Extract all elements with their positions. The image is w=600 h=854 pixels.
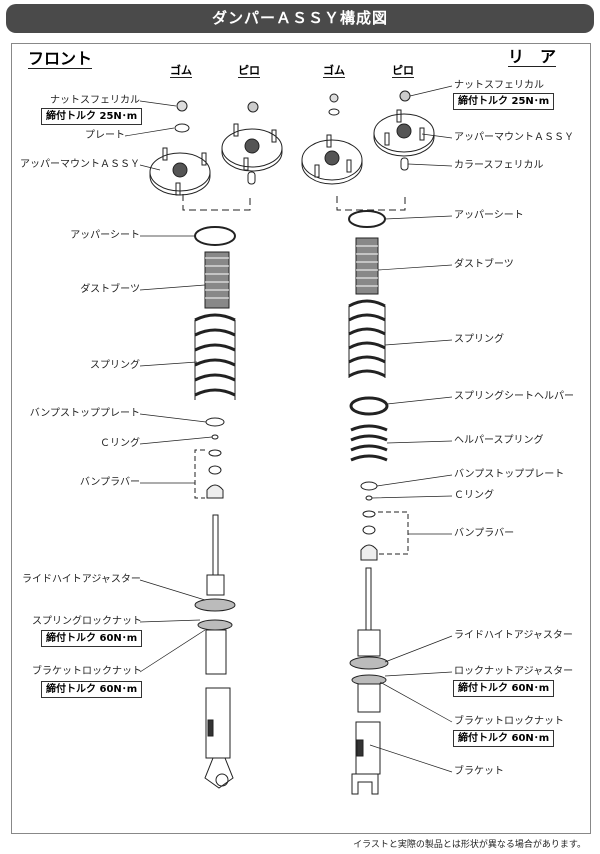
rear-upper-mount-rubber [301,134,363,185]
label-rear-spring-seat-helper: スプリングシートヘルパー [454,391,574,402]
front-c-ring [211,434,219,440]
label-rear-ride-height-adjuster: ライドハイトアジャスター [454,630,573,641]
front-spring [194,313,236,400]
label-rear-upper-mount: アッパーマウントＡＳＳＹ [454,132,574,143]
front-nut-torque-box: 締付トルク 25N･m [41,108,143,125]
front-plate [174,123,190,133]
label-front-spring-lock-nut: スプリングロックナット [32,616,142,627]
front-rubber-heading: ゴム [170,64,192,78]
label-rear-lock-nut-adjuster: ロックナットアジャスター [454,666,574,677]
rear-bracket-lock-torque-box: 締付トルク 60N･m [453,730,555,747]
rear-spring-seat-helper [349,396,389,416]
label-front-c-ring: Ｃリング [100,438,140,449]
front-bump-rubber [206,449,224,499]
label-rear-collar-spherical: カラースフェリカル [454,160,544,171]
label-front-ride-height-adjuster: ライドハイトアジャスター [22,574,141,585]
diagram-panel [11,43,591,834]
rear-upper-seat [348,210,386,228]
label-front-bump-stop-plate: バンプストッププレート [29,408,140,419]
rear-dust-boot [355,237,379,295]
rear-c-ring [365,495,373,501]
rear-pillow-heading: ピロ [392,64,414,78]
rear-upper-mount-pillow [373,90,435,171]
leader-lines [124,85,453,773]
label-rear-nut-spherical: ナットスフェリカル [454,80,544,91]
rear-helper-spring [350,424,388,462]
label-rear-upper-seat: アッパーシート [454,210,524,221]
page-title: ダンパーＡＳＳＹ構成図 [6,4,594,33]
footnote: イラストと実際の製品とは形状が異なる場合があります。 [353,840,586,850]
label-front-dust-boot: ダストブーツ [80,284,140,295]
label-front-plate: プレート [85,130,125,141]
rear-nut-torque-box: 締付トルク 25N･m [453,93,555,110]
label-rear-bump-rubber: バンプラバー [454,528,515,539]
front-heading: フロント [28,49,93,69]
label-front-spring: スプリング [90,360,140,371]
label-rear-c-ring: Ｃリング [454,490,494,501]
front-upper-mount-pillow [221,123,283,185]
label-rear-helper-spring: ヘルパースプリング [454,435,544,446]
label-rear-bump-stop-plate: バンプストッププレート [454,469,565,480]
front-nut-spherical [176,100,259,113]
label-front-upper-mount: アッパーマウントＡＳＳＹ [20,159,140,170]
front-upper-seat [194,226,236,246]
front-spring-lock-torque-box: 締付トルク 60N･m [41,630,143,647]
label-rear-bracket: ブラケット [454,766,504,777]
label-front-bracket-lock-nut: ブラケットロックナット [32,666,142,677]
rear-bump-rubber [360,510,378,561]
rear-heading: リ ア [508,47,557,67]
front-bump-stop-plate [205,417,225,427]
rear-damper [349,567,389,795]
rear-nut-spherical [329,93,339,103]
rear-bump-stop-plate [360,481,378,491]
front-bracket-lock-torque-box: 締付トルク 60N･m [41,681,143,698]
rear-spring [348,299,386,378]
label-rear-dust-boot: ダストブーツ [454,259,514,270]
label-front-bump-rubber: バンプラバー [79,477,140,488]
front-damper [194,514,236,789]
front-pillow-heading: ピロ [238,64,260,78]
label-rear-bracket-lock-nut: ブラケットロックナット [454,716,564,727]
label-front-nut-spherical: ナットスフェリカル [50,95,140,106]
front-upper-mount-rubber [149,147,211,196]
rear-lock-nut-torque-box: 締付トルク 60N･m [453,680,555,697]
label-rear-spring: スプリング [454,334,504,345]
front-dust-boot [204,251,230,309]
label-front-upper-seat: アッパーシート [70,230,140,241]
rear-rubber-heading: ゴム [323,64,345,78]
